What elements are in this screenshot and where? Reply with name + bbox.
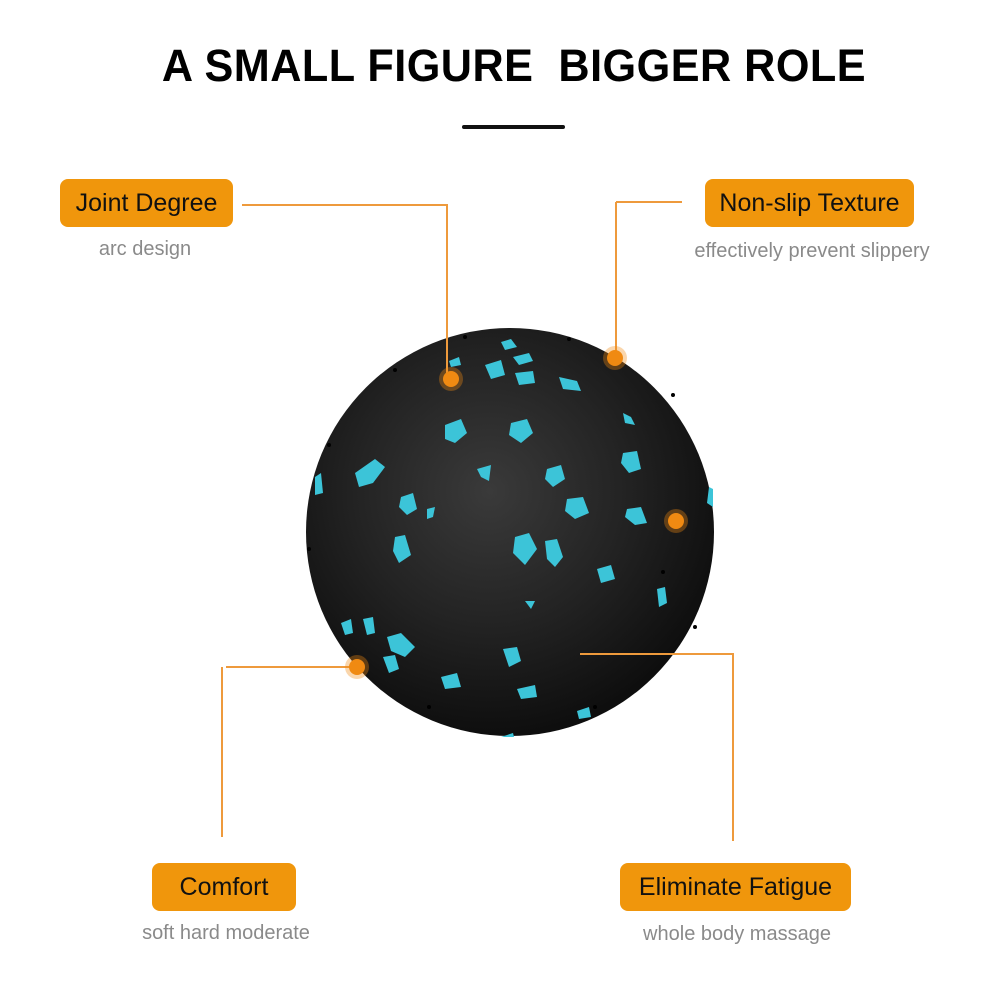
- massage-ball-icon: [306, 328, 714, 737]
- callout-line-comfort-h: [226, 666, 356, 668]
- callout-dot-non-slip: [607, 350, 623, 366]
- feature-description-comfort: soft hard moderate: [142, 922, 310, 944]
- feature-description-non-slip-texture: effectively prevent slippery: [694, 240, 930, 262]
- callout-line-joint-degree-h: [242, 204, 448, 206]
- feature-badge-non-slip-texture: Non-slip Texture: [705, 179, 914, 227]
- callout-line-fatigue-v: [732, 653, 734, 841]
- feature-badge-joint-degree: Joint Degree: [60, 179, 233, 227]
- callout-line-joint-degree-v: [446, 205, 448, 377]
- callout-line-non-slip-v: [615, 202, 617, 356]
- feature-badge-comfort: Comfort: [152, 863, 296, 911]
- callout-line-comfort-v: [221, 667, 223, 837]
- feature-badge-eliminate-fatigue: Eliminate Fatigue: [620, 863, 851, 911]
- page-title: A SMALL FIGURE BIGGER ROLE: [161, 40, 867, 91]
- callout-dot-side: [668, 513, 684, 529]
- title-underline-divider: [462, 125, 565, 129]
- callout-line-fatigue-h: [580, 653, 734, 655]
- feature-description-eliminate-fatigue: whole body massage: [643, 923, 831, 945]
- callout-dot-comfort: [349, 659, 365, 675]
- callout-line-non-slip-h: [616, 201, 682, 203]
- callout-dot-joint-degree: [443, 371, 459, 387]
- feature-description-joint-degree: arc design: [98, 238, 192, 260]
